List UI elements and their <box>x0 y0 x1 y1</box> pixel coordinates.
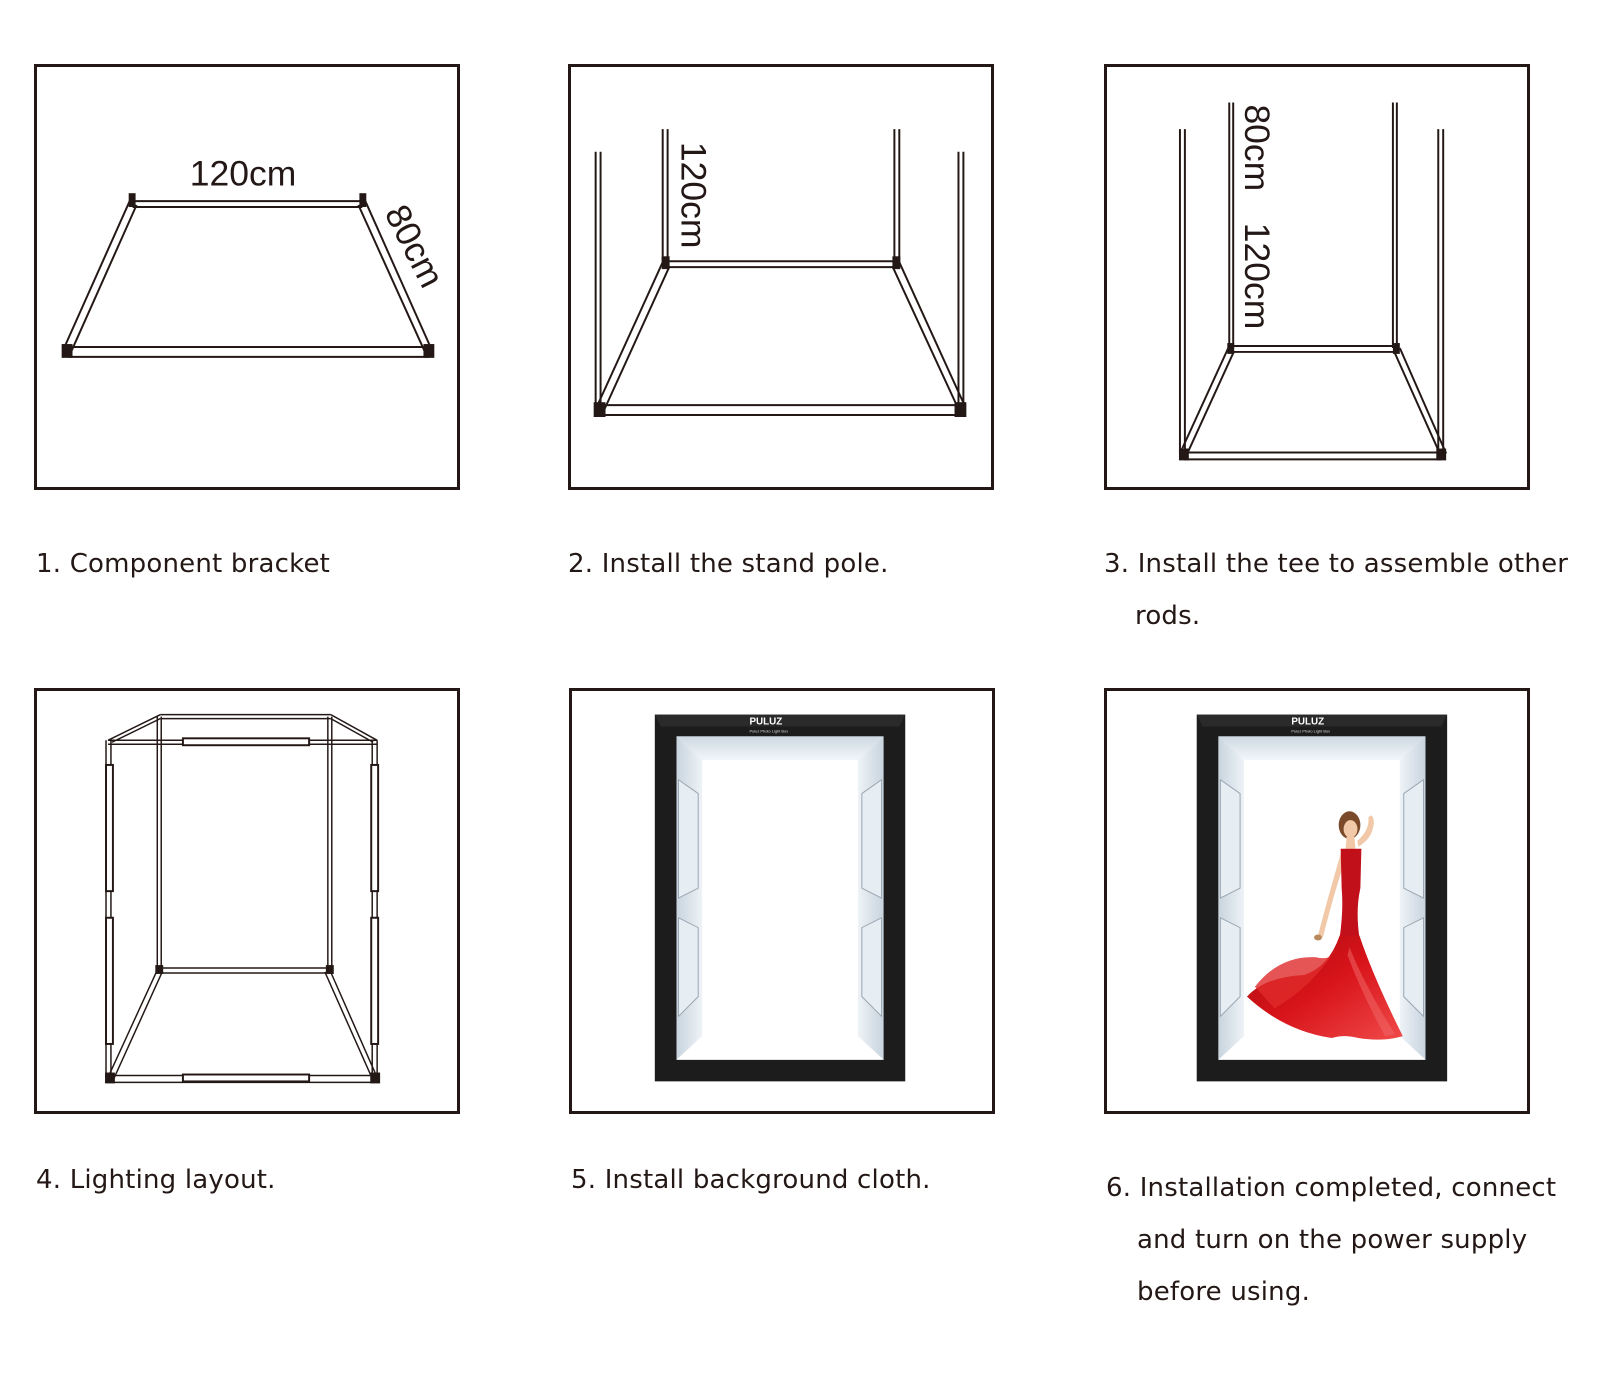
lighting-layout-diagram <box>105 713 381 1084</box>
step-6-text-line-2: and turn on the power supply <box>1137 1225 1528 1255</box>
step-4-panel <box>34 688 460 1114</box>
step-2-text: Install the stand pole. <box>601 549 889 579</box>
step-4-number: 4. <box>36 1165 62 1195</box>
step-1-caption: 1. Component bracket <box>36 538 330 590</box>
dim-width-label: 120cm <box>190 153 297 193</box>
step-1-panel: 120cm 80cm <box>34 64 460 490</box>
brand-logo: PULUZ <box>749 717 782 728</box>
step-6-text-line-3: before using. <box>1137 1277 1311 1307</box>
step-5-caption: 5. Install background cloth. <box>571 1154 931 1206</box>
step-2-panel: 120cm <box>568 64 994 490</box>
brand-product: Puluz Photo Light Box <box>749 728 788 733</box>
dim-depth-label: 80cm <box>377 198 452 293</box>
step-6-panel: PULUZ Puluz Photo Light Box <box>1104 688 1530 1114</box>
brand-logo-2: PULUZ <box>1291 717 1324 728</box>
step-3-text-line-2: rods. <box>1135 601 1201 631</box>
light-box-completed-image: PULUZ Puluz Photo Light Box <box>1196 714 1448 1082</box>
step-6-caption: 6. Installation completed, connect and t… <box>1106 1162 1556 1318</box>
step-5-panel: PULUZ Puluz Photo Light Box <box>569 688 995 1114</box>
tee-assembly-diagram: 80cm 120cm <box>1178 102 1448 461</box>
step-3-panel: 80cm 120cm <box>1104 64 1530 490</box>
dim-height-label: 120cm <box>673 142 713 249</box>
step-1-text: Component bracket <box>69 549 331 579</box>
step-6-number: 6. <box>1106 1173 1132 1203</box>
step-5-text: Install background cloth. <box>604 1165 931 1195</box>
step-4-caption: 4. Lighting layout. <box>36 1154 276 1206</box>
dim-depth-label-3: 80cm <box>1237 104 1277 191</box>
model-figure <box>1247 811 1403 1040</box>
step-1-number: 1. <box>36 549 62 579</box>
step-5-number: 5. <box>571 1165 597 1195</box>
step-3-text: Install the tee to assemble other <box>1137 549 1569 579</box>
step-3-caption: 3. Install the tee to assemble other rod… <box>1104 538 1568 642</box>
step-4-text: Lighting layout. <box>69 1165 276 1195</box>
dim-height-label-3: 120cm <box>1237 223 1277 330</box>
stand-pole-diagram: 120cm <box>593 129 967 417</box>
bracket-diagram: 120cm 80cm <box>61 153 452 358</box>
step-2-caption: 2. Install the stand pole. <box>568 538 889 590</box>
brand-product-2: Puluz Photo Light Box <box>1291 728 1330 733</box>
light-box-background-image: PULUZ Puluz Photo Light Box <box>654 714 906 1082</box>
step-2-number: 2. <box>568 549 594 579</box>
step-3-number: 3. <box>1104 549 1130 579</box>
step-6-text: Installation completed, connect <box>1139 1173 1557 1203</box>
